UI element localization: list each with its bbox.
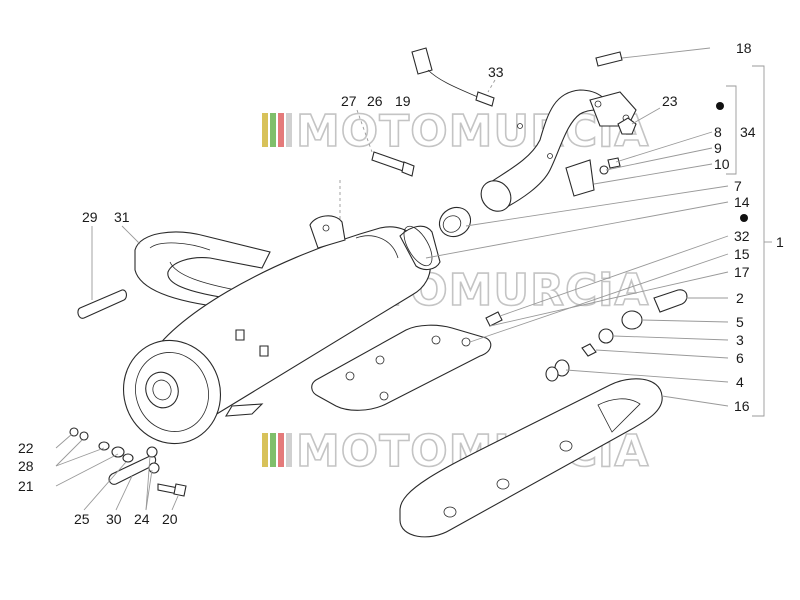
small-fasteners — [599, 157, 621, 175]
label-31: 31 — [114, 209, 130, 225]
gasket-ring — [438, 206, 472, 238]
screw — [485, 311, 503, 327]
label-1: 1 — [776, 234, 784, 250]
label-24: 24 — [134, 511, 150, 527]
label-5: 5 — [736, 314, 744, 330]
muffler-cover — [399, 378, 663, 538]
watermark-text: MOTOMURCiA — [296, 106, 649, 157]
label-19: 19 — [395, 93, 411, 109]
mounting-bolt — [371, 151, 415, 177]
label-30: 30 — [106, 511, 122, 527]
label-3: 3 — [736, 332, 744, 348]
support-bracket — [134, 231, 271, 309]
label-34: 34 — [740, 124, 756, 140]
label-10: 10 — [714, 156, 730, 172]
label-18: 18 — [736, 40, 752, 56]
leader-lines — [55, 47, 772, 511]
label-25: 25 — [74, 511, 90, 527]
label-15: 15 — [734, 246, 750, 262]
label-33: 33 — [488, 64, 504, 80]
label-17: 17 — [734, 264, 750, 280]
label-6: 6 — [736, 350, 744, 366]
label-16: 16 — [734, 398, 750, 414]
label-21: 21 — [18, 478, 34, 494]
muffler-body — [122, 215, 441, 445]
label-29: 29 — [82, 209, 98, 225]
pin — [77, 289, 127, 319]
label-22: 22 — [18, 440, 34, 456]
label-14: 14 — [734, 194, 750, 210]
label-28: 28 — [18, 458, 34, 474]
part-labels: 18 33 27 26 19 23 8 34 9 10 7 14 29 31 3… — [18, 40, 784, 527]
label-4: 4 — [736, 374, 744, 390]
watermark-top: MOTOMURCiA — [262, 105, 649, 158]
heat-shield-plate — [311, 324, 492, 411]
label-32: 32 — [734, 228, 750, 244]
flange-gasket — [595, 51, 623, 67]
label-23: 23 — [662, 93, 678, 109]
cover-mount-parts — [545, 289, 688, 382]
label-2: 2 — [736, 290, 744, 306]
manifold-pipe — [480, 89, 637, 212]
label-8: 8 — [714, 124, 722, 140]
lambda-sensor — [411, 47, 495, 107]
label-9: 9 — [714, 140, 722, 156]
label-20: 20 — [162, 511, 178, 527]
label-26: 26 — [367, 93, 383, 109]
label-7: 7 — [734, 178, 742, 194]
flange-nut — [617, 117, 637, 135]
bottom-hardware — [69, 427, 187, 497]
label-27: 27 — [341, 93, 357, 109]
